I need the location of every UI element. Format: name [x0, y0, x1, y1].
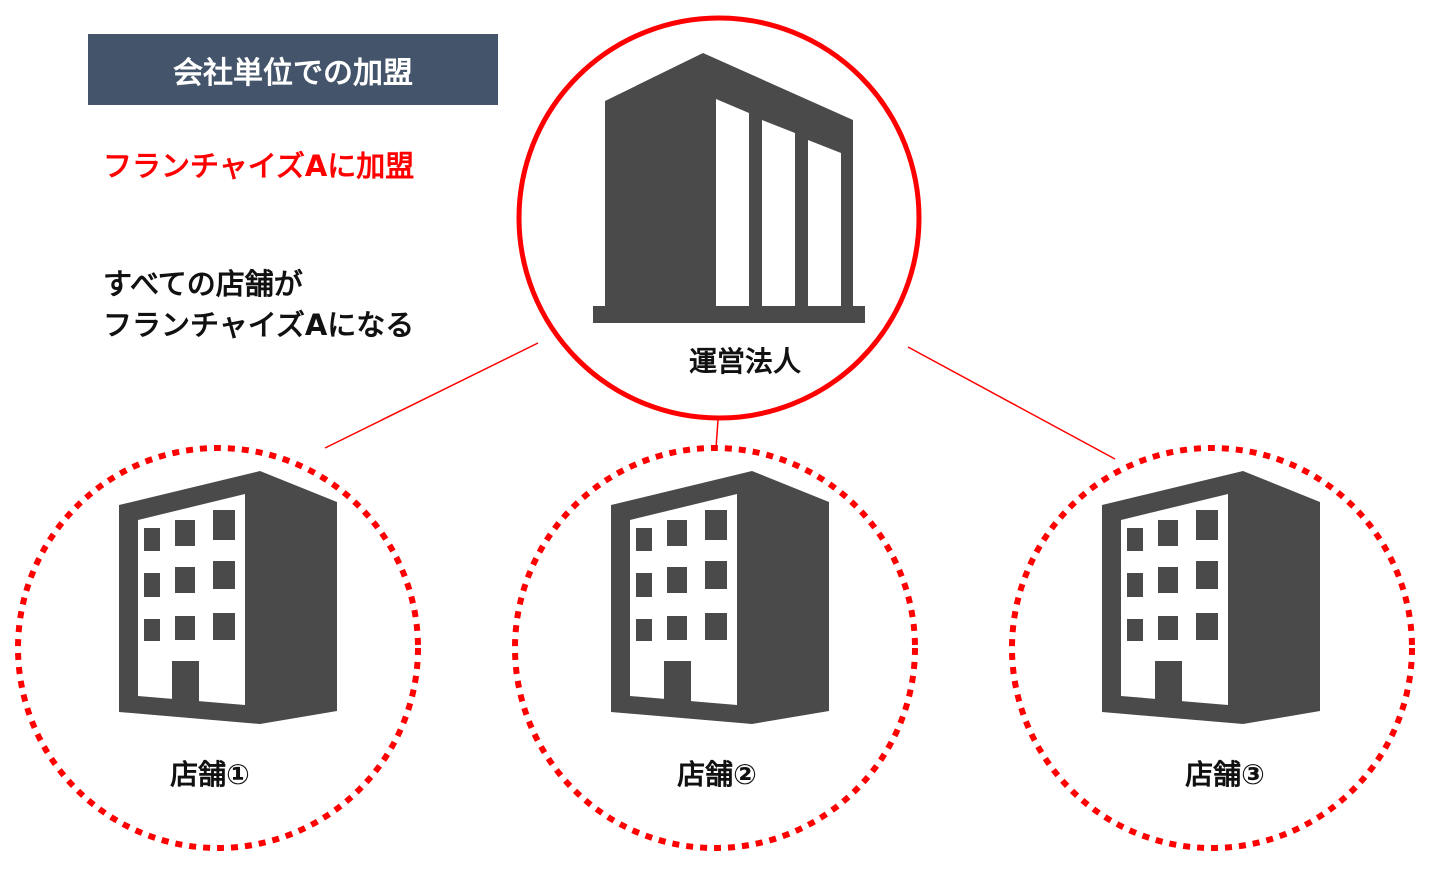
all-stores-note-line1: すべての店舗が [103, 267, 303, 301]
store-1-circle [15, 445, 421, 851]
all-stores-note-line2: フランチャイズAになる [103, 308, 415, 342]
store-3-label: 店舗③ [1185, 758, 1265, 791]
store-building-icon [1102, 471, 1320, 724]
hq-circle [516, 15, 922, 421]
store-building-icon [611, 471, 829, 724]
store-2-label: 店舗② [677, 758, 757, 791]
store-3-circle [1009, 445, 1415, 851]
connector-store-3 [907, 346, 1116, 460]
office-building-icon [593, 53, 865, 323]
join-franchise-note: フランチャイズAに加盟 [103, 149, 415, 183]
section-title: 会社単位での加盟 [88, 34, 498, 105]
hq-label: 運営法人 [688, 345, 802, 378]
store-2-circle [512, 445, 918, 851]
store-1-label: 店舗① [170, 758, 250, 791]
connector-store-1 [324, 342, 539, 449]
store-building-icon [119, 471, 337, 724]
connector-store-2 [715, 419, 719, 449]
